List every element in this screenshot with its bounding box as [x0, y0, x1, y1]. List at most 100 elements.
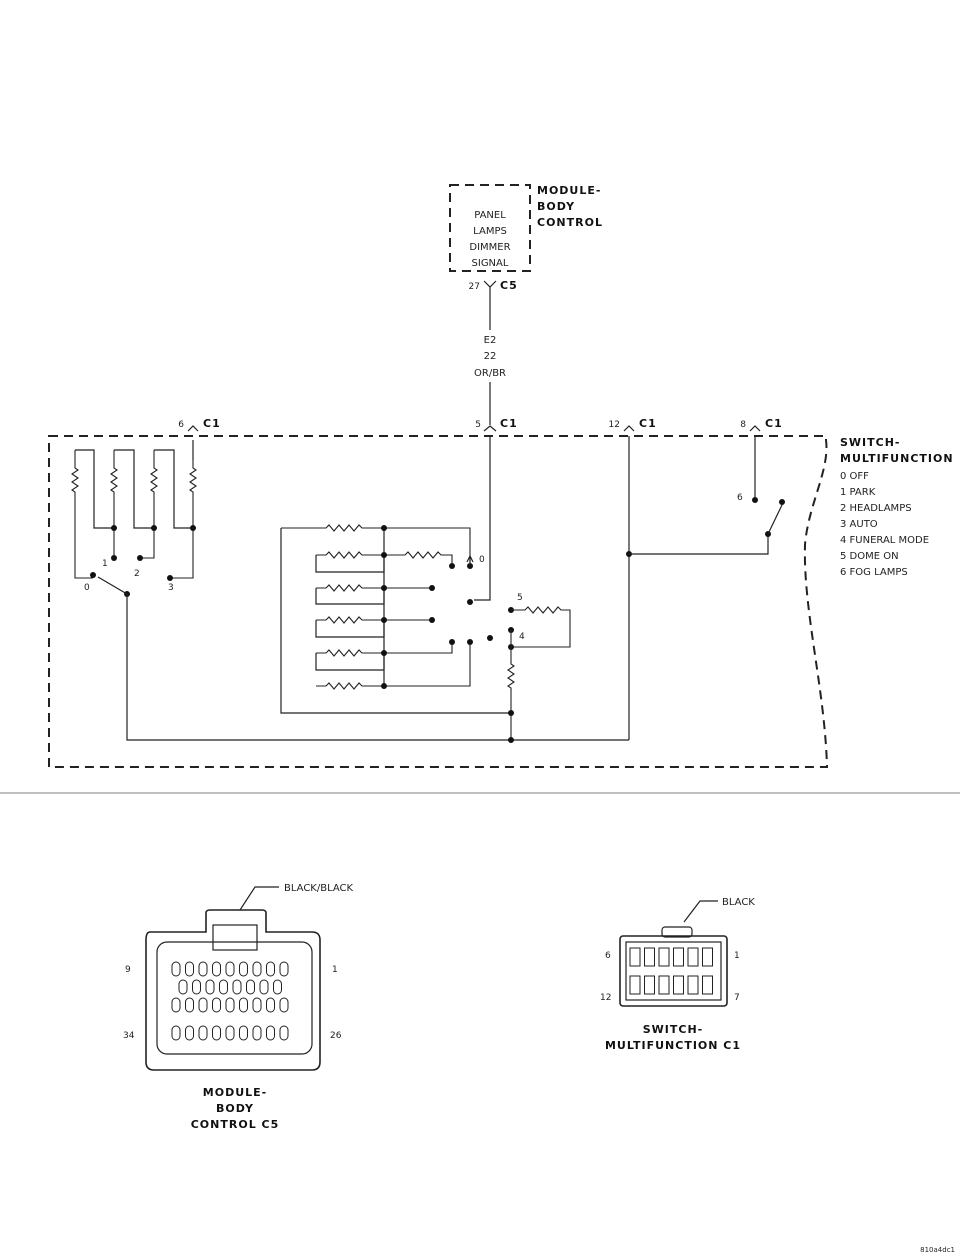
pin-6-connector: C1 [203, 417, 221, 430]
rung-6 [316, 642, 471, 690]
c1-pin-1: 1 [734, 951, 740, 961]
c5-callout [239, 886, 279, 911]
switch-title-line-2: MULTIFUNCTION [840, 452, 954, 465]
c1-cavity [687, 947, 699, 967]
c5-cavity [239, 997, 248, 1013]
module-body-control: MODULE- BODY CONTROL PANEL LAMPS DIMMER … [449, 184, 602, 330]
rung-3 [316, 584, 432, 592]
c5-cavity [252, 997, 262, 1013]
c5-pin-9: 9 [125, 965, 131, 975]
dome-resistor [511, 606, 571, 648]
c5-title-line-3: CONTROL C5 [191, 1118, 280, 1131]
wiper-wire [474, 436, 491, 601]
dimmer-label-4: 4 [519, 632, 525, 642]
c5-cavity [198, 997, 208, 1013]
position-4: 4 FUNERAL MODE [840, 535, 929, 546]
vertical-resistor [507, 630, 515, 740]
c5-cavity [266, 997, 275, 1013]
switch-legend: SWITCH- MULTIFUNCTION 0 OFF 1 PARK 2 HEA… [840, 436, 954, 578]
contact-d4 [467, 599, 473, 605]
position-3: 3 AUTO [840, 519, 878, 530]
position-5: 5 DOME ON [840, 551, 899, 562]
c5-pin-cavities [171, 961, 289, 1041]
c5-cavity [225, 997, 235, 1013]
c1-cavity [702, 975, 713, 995]
fog-contact [752, 497, 758, 503]
wire-gauge: 22 [484, 351, 497, 362]
resistor-h0 [71, 450, 93, 579]
c5-cavity [266, 961, 275, 977]
c5-cavity [185, 1025, 194, 1041]
c1-title-line-1: SWITCH- [643, 1023, 704, 1036]
rail-a [315, 555, 385, 573]
dimmer-label-5: 5 [517, 593, 523, 603]
fog-section: 6 [626, 436, 785, 740]
c1-cavity [673, 975, 684, 995]
c5-cavity [198, 1025, 208, 1041]
c5-cavity [225, 961, 235, 977]
wiper-arrow [466, 554, 474, 563]
pin-12-terminal [623, 425, 635, 432]
contact-label-3: 3 [168, 583, 174, 593]
node-h2 [151, 525, 157, 531]
fog-contact-open [779, 499, 785, 505]
switch-title-line-1: SWITCH- [840, 436, 901, 449]
signal-line-4: SIGNAL [472, 258, 509, 269]
c5-cavity [192, 979, 201, 995]
dimmer-label-0: 0 [479, 555, 485, 565]
c1-cavity [702, 947, 713, 967]
c5-cavity [232, 979, 242, 995]
rung-5 [316, 642, 453, 657]
rung-1 [281, 524, 471, 566]
node-r3 [381, 585, 387, 591]
node-h3 [190, 525, 196, 531]
contact-label-1: 1 [102, 559, 108, 569]
c5-cavity [178, 979, 188, 995]
position-1: 1 PARK [840, 487, 876, 498]
node-r4 [381, 617, 387, 623]
c5-cavity [273, 979, 282, 995]
module-title-line-1: MODULE- [537, 184, 601, 197]
signal-line-2: LAMPS [473, 226, 507, 237]
c5-cavity [252, 1025, 262, 1041]
node-r6 [381, 683, 387, 689]
c1-face [625, 941, 722, 1001]
frame-c [154, 449, 193, 529]
c5-title-line-2: BODY [216, 1102, 254, 1115]
switch-pin-labels: 6 C1 5 C1 12 C1 8 C1 [178, 417, 782, 432]
c5-title-line-1: MODULE- [203, 1086, 267, 1099]
contact-d3 [429, 585, 435, 591]
c5-cavity [239, 1025, 248, 1041]
node-r1 [381, 525, 387, 531]
c5-connector-view: BLACK/BLACK 9 1 34 26 MODULE- BODY CONTR… [123, 883, 354, 1131]
contact-label-2: 2 [134, 569, 140, 579]
resistor-h2 [140, 450, 158, 559]
fog-link [629, 534, 769, 555]
c1-connector-view: BLACK 6 1 12 7 SWITCH- MULTIFUNCTION C1 [600, 897, 755, 1052]
c1-cavity [673, 947, 684, 967]
fog-arm [767, 504, 783, 535]
c1-wire-color: BLACK [722, 897, 755, 908]
headlamp-section: 0 1 2 3 [71, 440, 629, 741]
module-title-line-2: BODY [537, 200, 575, 213]
dimmer-ladder: 0 5 4 [280, 436, 571, 743]
contact-h0 [90, 572, 96, 578]
c1-housing [619, 935, 728, 1007]
pin-12-number: 12 [609, 420, 620, 430]
c5-cavity [212, 1025, 221, 1041]
rung-2 [316, 551, 453, 566]
c5-connector-label: C5 [500, 279, 518, 292]
c5-face [156, 941, 313, 1055]
wire-color: OR/BR [474, 368, 506, 379]
contact-d8 [487, 635, 493, 641]
node-r5 [381, 650, 387, 656]
c5-latch [212, 924, 258, 951]
resistor-h3 [170, 460, 197, 579]
c5-pin-27: 27 [469, 282, 480, 292]
signal-line-1: PANEL [474, 210, 506, 221]
contact-label-0: 0 [84, 583, 90, 593]
contact-h1 [111, 555, 117, 561]
node-bottom-2 [508, 737, 514, 743]
resistor-h1 [110, 450, 118, 558]
